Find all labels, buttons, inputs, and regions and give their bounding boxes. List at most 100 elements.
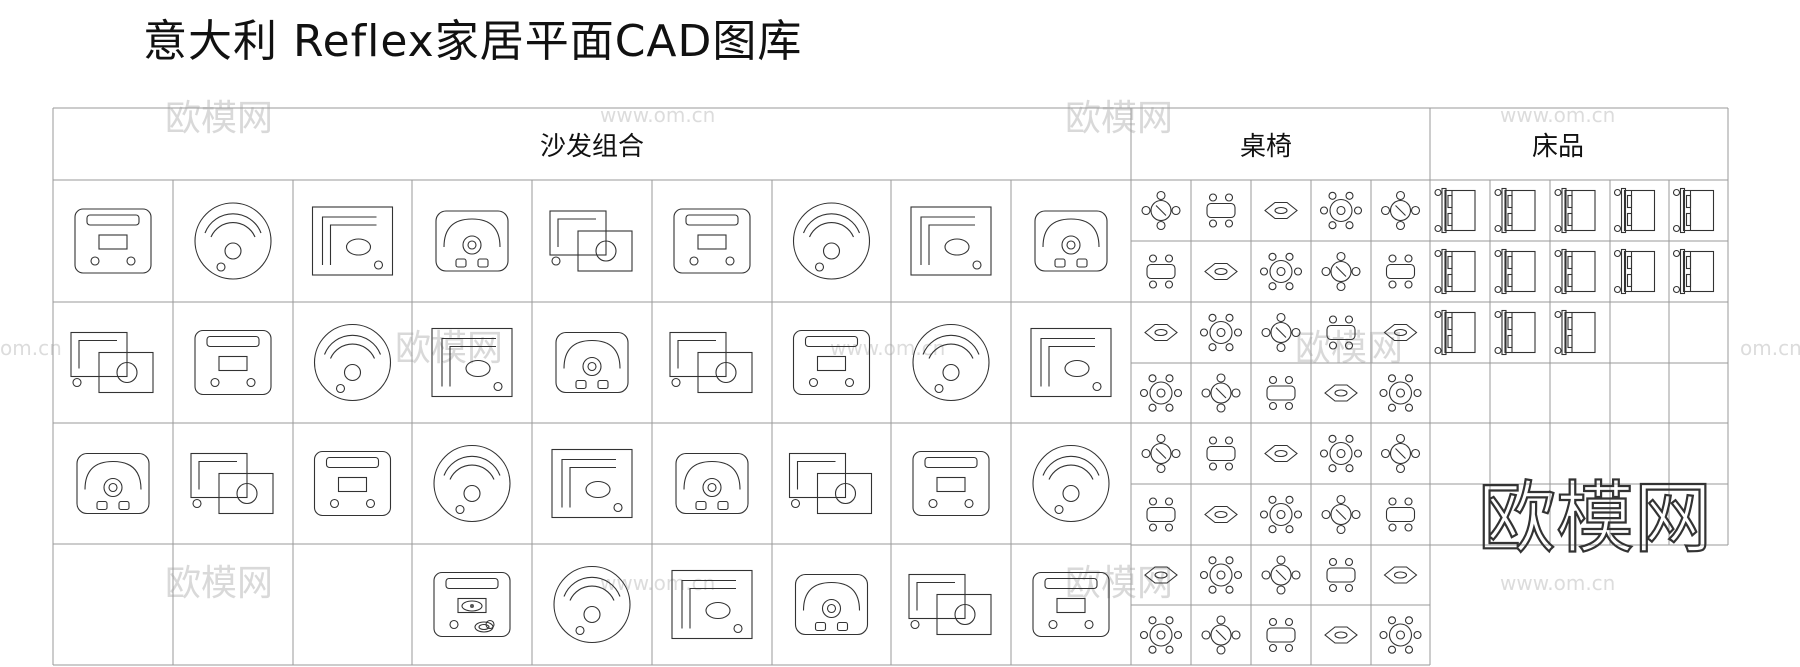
bed-plan-symbol [1554,248,1596,295]
table-chair-symbol [1326,315,1356,350]
bed-plan-symbol [1613,187,1656,234]
sofa-plan-symbol [792,202,871,280]
watermark-logo: 欧模网 [165,563,273,604]
bed-plan-symbol [1434,187,1476,234]
table-chair-symbol [1141,190,1181,231]
watermark-logo: 欧模网 [165,98,273,139]
table-chair-symbol [1385,254,1416,289]
table-chair-symbol [1383,323,1418,342]
table-chair-symbol [1266,375,1296,411]
sofa-plan-symbol [1030,327,1112,398]
section-header-sofa: 沙发组合 [540,132,644,162]
table-chair-symbol [1324,626,1358,644]
table-chair-symbol [1201,373,1241,413]
sofa-plan-symbol [433,571,511,638]
sofa-plan-symbol [1034,210,1108,272]
table-chair-symbol [1379,374,1422,412]
bed-plan-symbol [1494,309,1536,356]
table-chair-symbol [1326,557,1356,593]
sofa-plan-symbol [190,452,274,515]
table-chair-symbol [1321,494,1361,535]
table-chair-symbol [1379,616,1422,654]
table-chair-symbol [1261,312,1301,353]
catalog-grid [52,107,1729,666]
table-chair-symbol [1139,616,1183,654]
sofa-plan-symbol [313,450,392,517]
sofa-plan-symbol [194,329,272,396]
brand-logo-watermark: 欧模网 [1478,474,1712,564]
sofa-plan-symbol [912,323,990,402]
watermark-url: www.om.cn [600,103,715,127]
sofa-plan-symbol [675,452,749,515]
watermark-corner: om.cn [0,336,62,360]
sofa-plan-symbol [549,210,633,272]
table-chair-symbol [1383,566,1418,584]
sofa-plan-symbol [669,331,753,394]
sofa-plan-symbol [555,331,629,394]
watermark-url: www.om.cn [830,336,945,360]
table-chair-symbol [1206,193,1236,228]
sofa-plan-symbol [194,202,272,280]
bed-plan-symbol [1494,187,1536,234]
table-chair-symbol [1264,201,1298,220]
table-chair-symbol [1261,555,1301,595]
bed-plan-symbol [1494,248,1536,295]
sofa-plan-symbol [794,573,869,636]
sofa-plan-symbol [792,329,871,396]
sofa-plan-symbol [788,452,873,515]
watermark-url: www.om.cn [1500,571,1615,595]
table-chair-symbol [1319,434,1363,473]
table-chair-symbol [1380,433,1421,474]
bed-plan-symbol [1554,309,1596,356]
sofa-plan-symbol [435,210,509,272]
table-chair-symbol [1146,254,1176,289]
table-chair-symbol [1266,617,1296,653]
table-chair-symbol [1259,252,1303,291]
sofa-plan-symbol [76,452,150,515]
table-chair-symbols [1139,190,1422,655]
watermark-logo: 欧模网 [1065,98,1173,139]
sofa-plan-symbol [70,331,154,394]
table-chair-symbol [1385,497,1416,532]
sofa-plan-symbol [912,450,990,517]
table-chair-symbol [1144,566,1178,584]
sofa-plan-symbol [908,573,992,636]
watermark-url: www.om.cn [600,571,715,595]
table-chair-symbol [1199,313,1243,352]
table-chair-symbol [1324,384,1358,402]
sofa-plan-symbol [433,444,511,523]
sofa-plan-symbol [553,565,631,644]
sofa-plan-symbol [1032,444,1110,523]
bed-plan-symbol [1613,248,1656,295]
table-chair-symbol [1319,191,1363,230]
section-header-table-chair: 桌椅 [1240,132,1292,162]
section-header-bed: 床品 [1532,132,1584,162]
page-title: 意大利 Reflex家居平面CAD图库 [143,16,803,67]
table-chair-symbol [1264,444,1298,463]
bed-plan-symbol [1434,248,1476,295]
watermark-corner: om.cn [1740,336,1800,360]
bed-plan-symbol [1434,309,1476,356]
table-chair-symbol [1141,433,1181,474]
sofa-plan-symbol [431,327,513,398]
table-chair-symbol [1204,505,1238,524]
table-chair-symbol [1206,436,1236,471]
sofa-plan-symbol [74,208,152,274]
watermark-url: www.om.cn [1500,103,1615,127]
sofa-plan-symbol [551,448,633,519]
table-chair-symbol [1204,262,1238,281]
table-chair-symbol [1259,495,1303,534]
table-chair-symbol [1139,374,1183,412]
table-chair-symbol [1199,556,1243,594]
table-chair-symbol [1321,251,1361,292]
bed-plan-symbol [1554,187,1596,234]
table-chair-symbol [1380,190,1421,231]
sofa-plan-symbol [910,206,992,276]
sofa-plan-symbol [461,600,494,633]
sofa-plan-symbol [1032,571,1110,638]
table-chair-symbol [1146,497,1176,532]
sofa-plan-symbol [313,323,392,402]
table-chair-symbol [1144,323,1178,342]
bed-symbols [1434,187,1715,356]
